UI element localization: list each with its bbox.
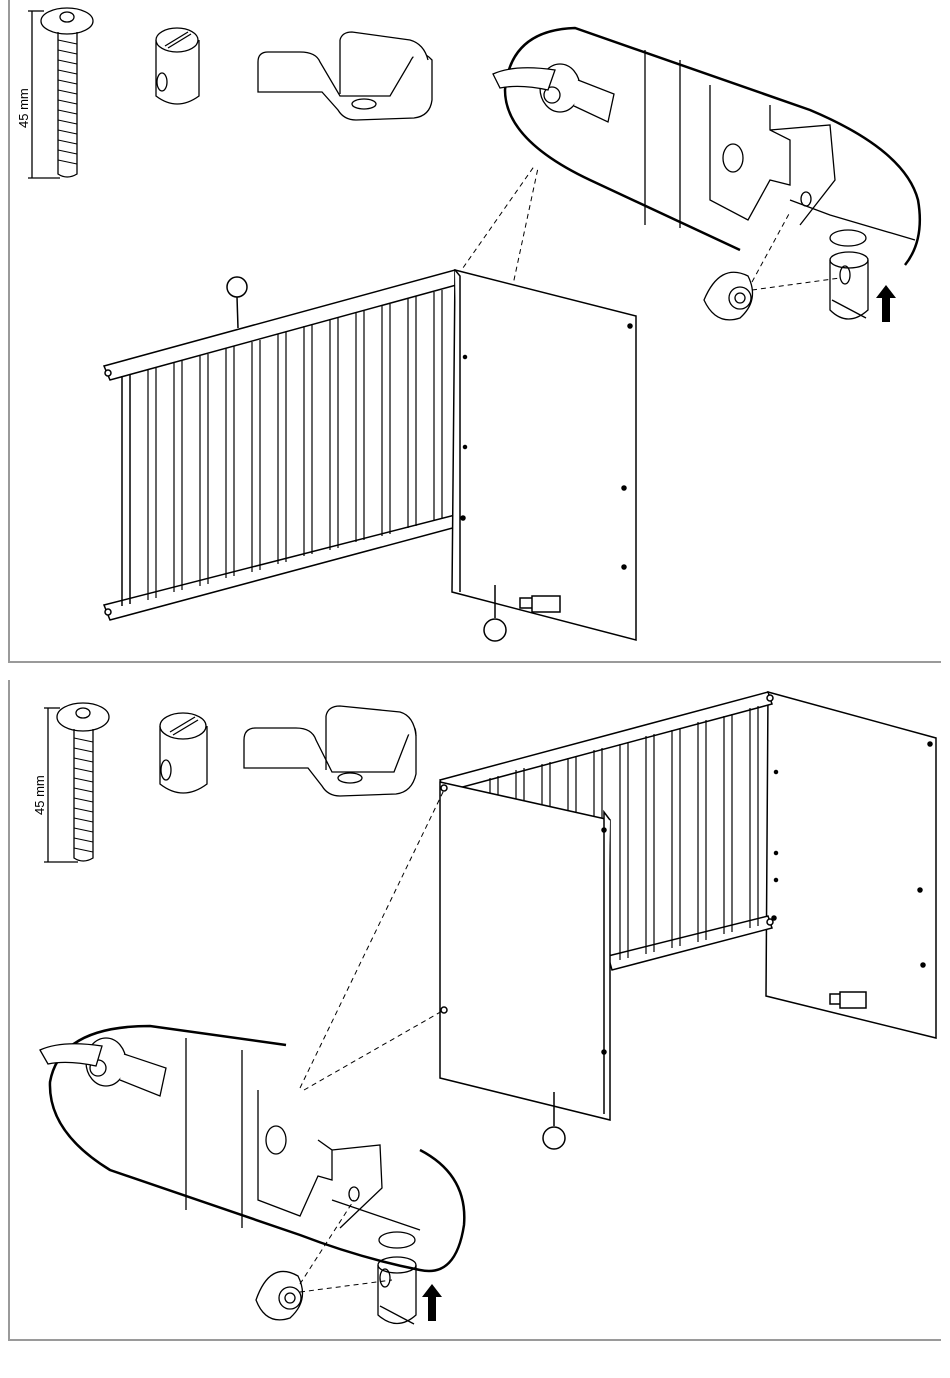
u-bracket-icon	[244, 706, 416, 796]
eye-icon	[704, 272, 753, 320]
crib-far-side-panel	[766, 692, 936, 1038]
step-panel-1: 45 mm	[0, 0, 950, 670]
barrel-nut-icon	[160, 713, 207, 793]
crib-end-panel	[452, 270, 636, 641]
eye-icon	[256, 1271, 303, 1319]
detail-callout	[505, 28, 920, 265]
bolt-length-label: 45 mm	[32, 775, 47, 815]
crib-end-panel	[440, 782, 610, 1149]
u-bracket-icon	[258, 32, 432, 120]
crib-side-rail	[104, 270, 460, 620]
barrel-nut-icon	[156, 28, 199, 104]
arrow-up-icon	[876, 285, 896, 322]
bolt-length-label: 45 mm	[16, 88, 31, 128]
step-2-illustration: 45 mm	[0, 680, 950, 1370]
bolt-icon	[44, 703, 109, 862]
arrow-up-icon	[422, 1284, 442, 1321]
step-1-illustration: 45 mm	[0, 0, 950, 670]
bolt-icon	[28, 8, 93, 178]
step-panel-2: 45 mm	[0, 680, 950, 1370]
